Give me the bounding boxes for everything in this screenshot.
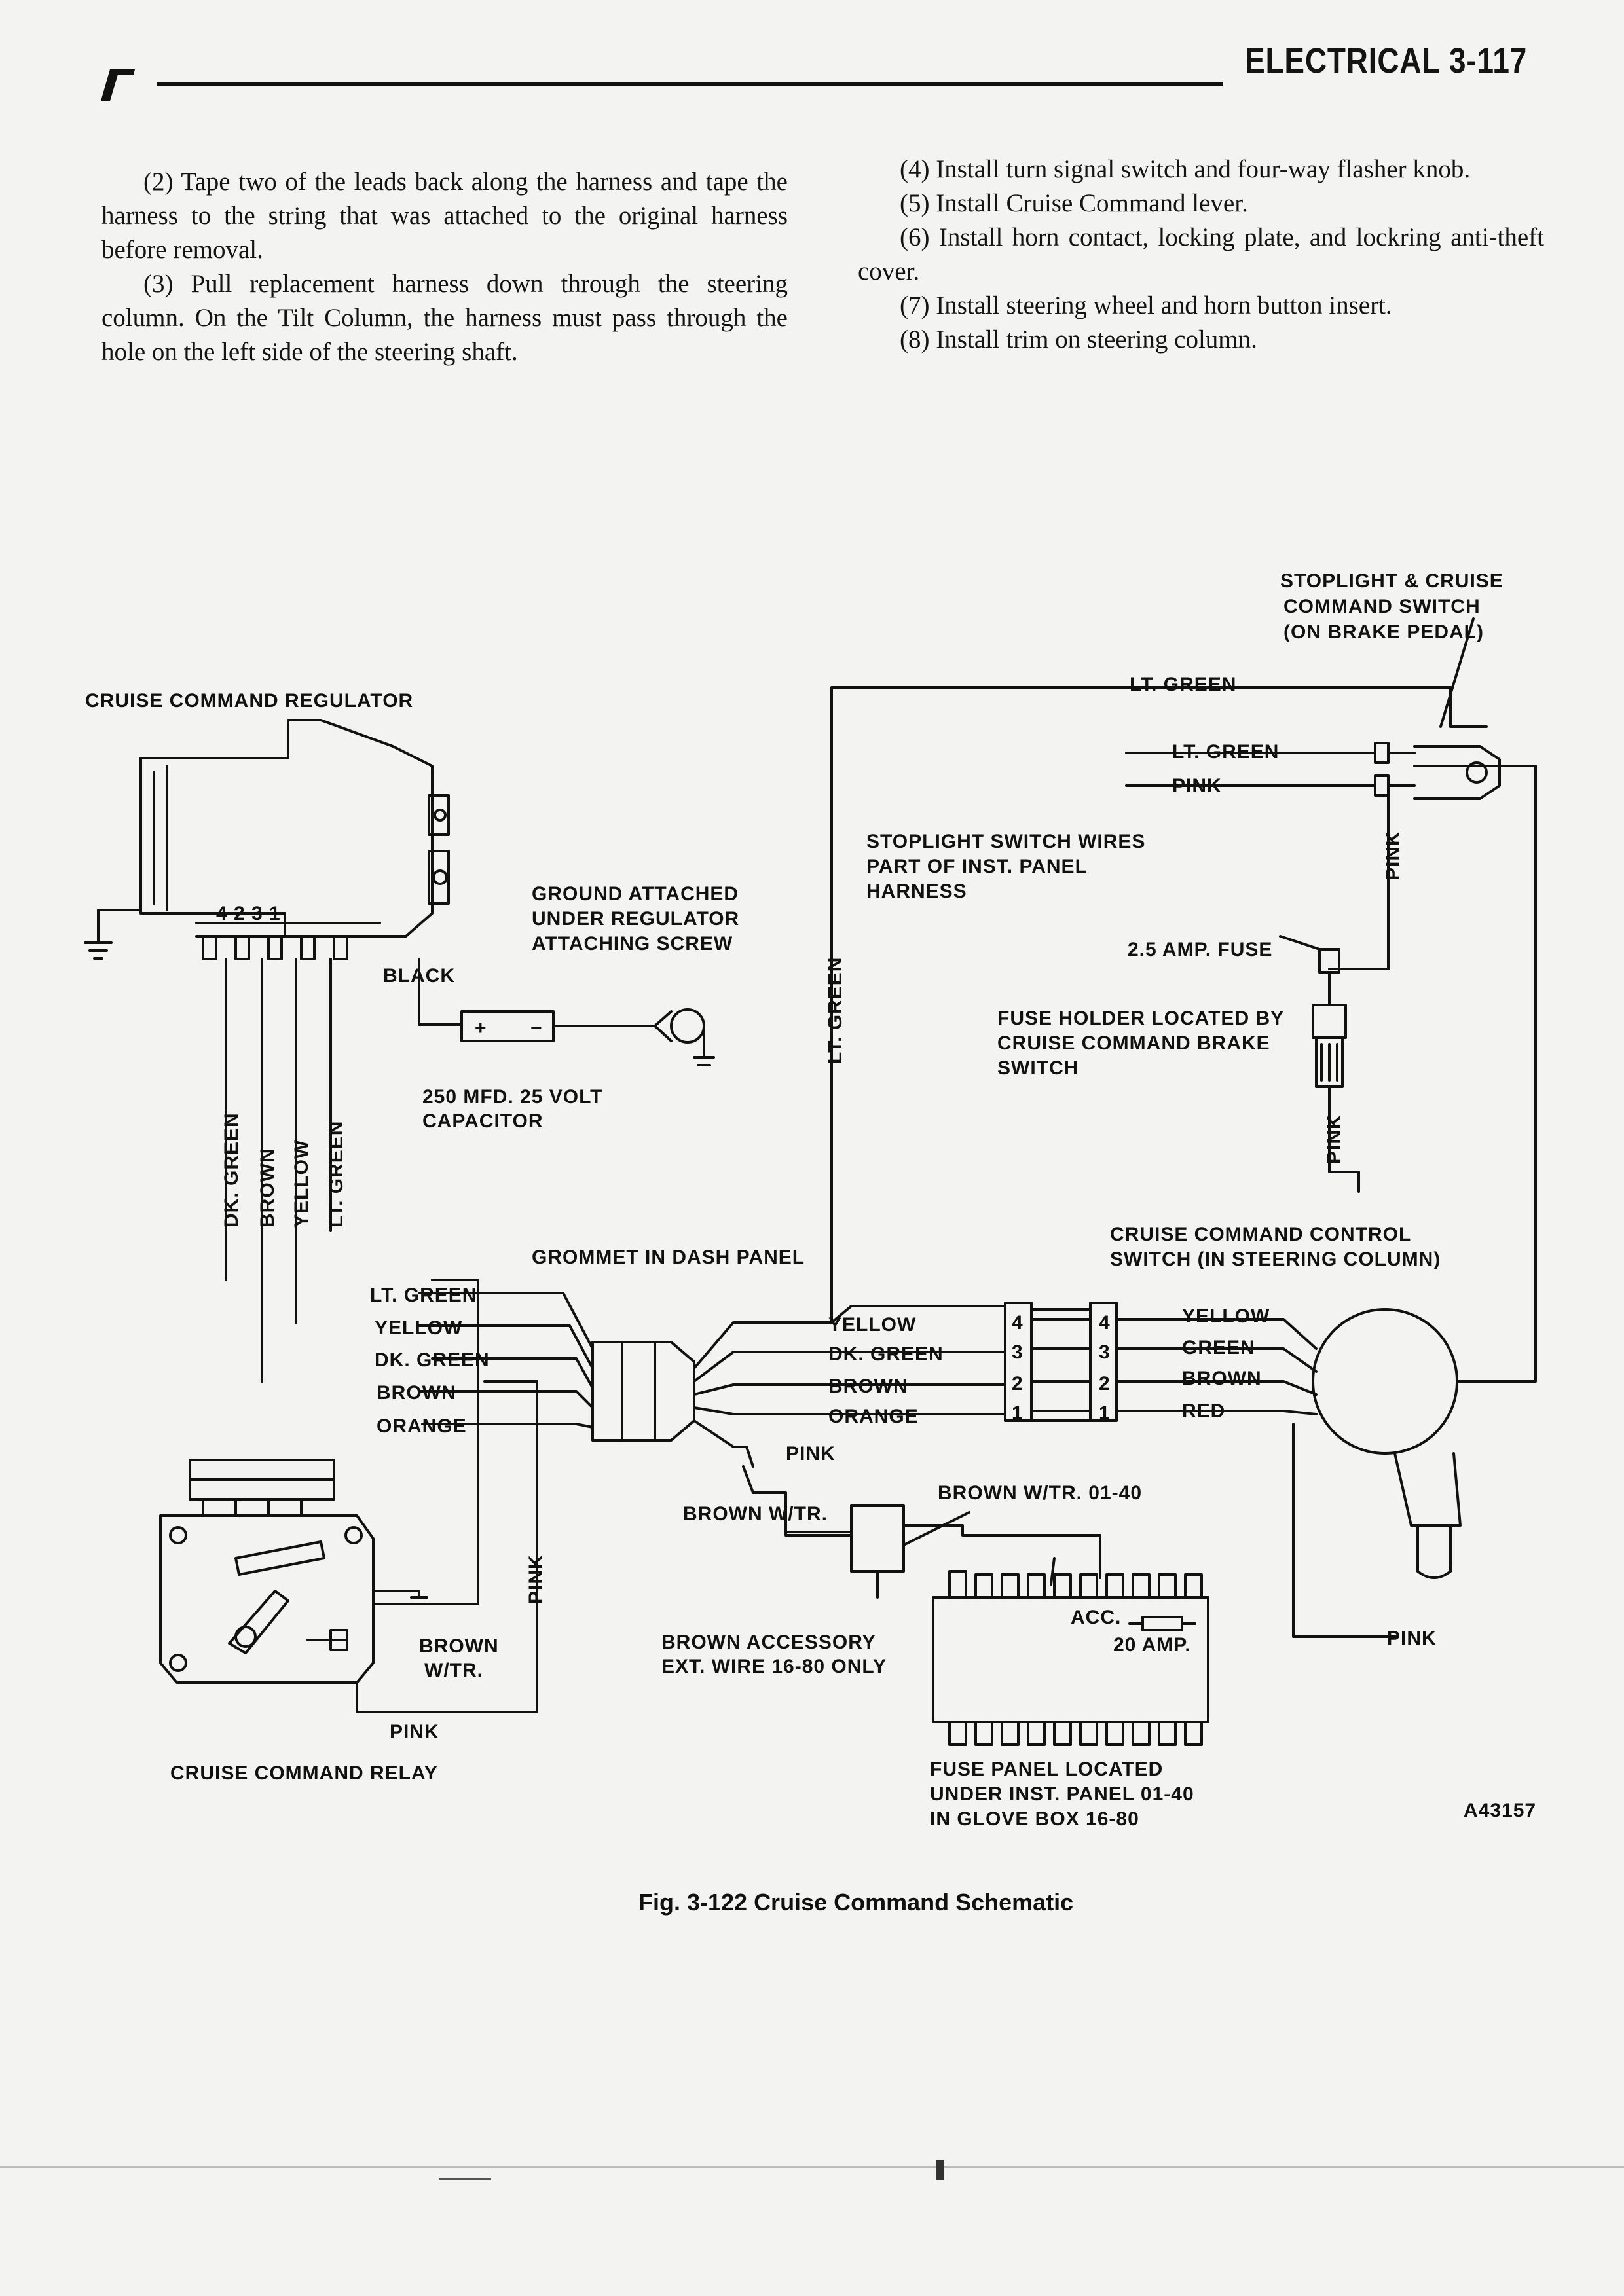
grommet-label: GROMMET IN DASH PANEL xyxy=(532,1247,805,1268)
fuse-panel-label-line2: UNDER INST. PANEL 01-40 xyxy=(930,1783,1194,1805)
pin-1-left: 1 xyxy=(1012,1402,1024,1424)
figure-id: A43157 xyxy=(1464,1800,1536,1821)
relay-brown-label-line1: BROWN xyxy=(419,1635,499,1657)
step-5-paragraph: (5) Install Cruise Command lever. xyxy=(900,189,1248,217)
step-7-paragraph: (7) Install steering wheel and horn butt… xyxy=(900,291,1392,319)
yellow-vertical-label: YELLOW xyxy=(291,1140,312,1228)
regulator-terminal-numbers: 4 2 3 1 xyxy=(216,903,281,924)
pin-4-right: 4 xyxy=(1099,1312,1111,1334)
fuse-holder-label-line3: SWITCH xyxy=(997,1057,1079,1079)
lt-green-switch-wire-label: LT. GREEN xyxy=(1172,741,1279,763)
fuse-panel-label-line1: FUSE PANEL LOCATED xyxy=(930,1758,1163,1780)
step-4-paragraph: (4) Install turn signal switch and four-… xyxy=(900,155,1471,183)
footer-mark xyxy=(936,2160,944,2180)
pink-switch-wire-label: PINK xyxy=(1172,775,1222,797)
left-text-column: (2) Tape two of the leads back along the… xyxy=(101,165,788,369)
left-lt-green-label: LT. GREEN xyxy=(370,1285,477,1306)
switch-green-label: GREEN xyxy=(1182,1337,1255,1358)
black-wire-label: BLACK xyxy=(383,965,455,987)
brown-wtr-label: BROWN W/TR. xyxy=(683,1503,828,1525)
capacitor-label-line2: CAPACITOR xyxy=(422,1110,544,1132)
brown-wtr-0140-label: BROWN W/TR. 01-40 xyxy=(938,1482,1142,1504)
capacitor-minus: − xyxy=(530,1017,543,1039)
right-dk-green-label: DK. GREEN xyxy=(828,1343,944,1365)
pin-4-left: 4 xyxy=(1012,1312,1024,1334)
fuse-2-5-amp-label: 2.5 AMP. FUSE xyxy=(1128,939,1272,960)
footer-dash xyxy=(439,2178,491,2180)
switch-brown-label: BROWN xyxy=(1182,1368,1262,1389)
stoplight-switch-label-line3: (ON BRAKE PEDAL) xyxy=(1283,621,1484,643)
right-text-column: (4) Install turn signal switch and four-… xyxy=(858,153,1544,357)
fuse-holder-label-line1: FUSE HOLDER LOCATED BY xyxy=(997,1008,1284,1029)
pink-vertical-wire-label-upper: PINK xyxy=(1382,831,1404,881)
twenty-amp-label: 20 AMP. xyxy=(1113,1634,1191,1656)
dk-green-vertical-label: DK. GREEN xyxy=(221,1112,242,1228)
pink-vertical-wire-label-lower: PINK xyxy=(1323,1114,1345,1164)
fuse-panel-label-line3: IN GLOVE BOX 16-80 xyxy=(930,1808,1139,1830)
right-orange-label: ORANGE xyxy=(828,1406,919,1427)
stoplight-switch-label-line2: COMMAND SWITCH xyxy=(1283,596,1481,617)
regulator-label: CRUISE COMMAND REGULATOR xyxy=(85,690,413,712)
right-pink-wire-label: PINK xyxy=(1387,1628,1437,1649)
left-orange-label: ORANGE xyxy=(377,1415,467,1437)
brown-vertical-label: BROWN xyxy=(257,1148,278,1228)
capacitor-plus: + xyxy=(475,1017,487,1039)
relay-pink-label: PINK xyxy=(390,1721,439,1743)
left-yellow-label: YELLOW xyxy=(375,1317,462,1339)
right-yellow-label: YELLOW xyxy=(828,1314,916,1336)
control-switch-label-line2: SWITCH (IN STEERING COLUMN) xyxy=(1110,1248,1441,1270)
lt-green-vertical-label: LT. GREEN xyxy=(325,1121,347,1228)
relay-label: CRUISE COMMAND RELAY xyxy=(170,1762,438,1784)
stoplight-wires-label-line2: PART OF INST. PANEL xyxy=(866,856,1088,877)
left-brown-label: BROWN xyxy=(377,1382,456,1404)
control-switch-label-line1: CRUISE COMMAND CONTROL xyxy=(1110,1224,1411,1245)
capacitor-label-line1: 250 MFD. 25 VOLT xyxy=(422,1086,603,1108)
amc-logo-icon xyxy=(101,69,135,101)
switch-yellow-label: YELLOW xyxy=(1182,1305,1270,1327)
ground-note-line1: GROUND ATTACHED xyxy=(532,883,739,905)
step-2-paragraph: (2) Tape two of the leads back along the… xyxy=(101,168,788,264)
step-3-paragraph: (3) Pull replacement harness down throug… xyxy=(101,270,788,366)
left-dk-green-label: DK. GREEN xyxy=(375,1349,490,1371)
lt-green-vertical-wire-label: LT. GREEN xyxy=(824,957,846,1064)
step-8-paragraph: (8) Install trim on steering column. xyxy=(900,325,1257,354)
header-rule xyxy=(157,82,1223,86)
figure-caption: Fig. 3-122 Cruise Command Schematic xyxy=(638,1889,1073,1916)
ground-note-line3: ATTACHING SCREW xyxy=(532,933,733,955)
accessory-wire-label-line2: EXT. WIRE 16-80 ONLY xyxy=(661,1656,887,1677)
right-brown-label: BROWN xyxy=(828,1376,908,1397)
pin-2-left: 2 xyxy=(1012,1373,1024,1394)
footer-rule xyxy=(0,2166,1624,2168)
acc-fuse-label: ACC. xyxy=(1071,1607,1121,1628)
page-header-title: ELECTRICAL 3-117 xyxy=(1244,41,1527,81)
switch-red-label: RED xyxy=(1182,1400,1225,1422)
pin-2-right: 2 xyxy=(1099,1373,1111,1394)
pin-3-right: 3 xyxy=(1099,1341,1111,1363)
pin-3-left: 3 xyxy=(1012,1341,1024,1363)
accessory-wire-label-line1: BROWN ACCESSORY xyxy=(661,1631,876,1653)
ground-note-line2: UNDER REGULATOR xyxy=(532,908,739,930)
relay-brown-label-line2: W/TR. xyxy=(424,1660,483,1681)
stoplight-wires-label-line1: STOPLIGHT SWITCH WIRES xyxy=(866,831,1145,852)
pin-1-right: 1 xyxy=(1099,1402,1111,1424)
stoplight-switch-label-line1: STOPLIGHT & CRUISE xyxy=(1280,570,1504,592)
fuse-holder-label-line2: CRUISE COMMAND BRAKE xyxy=(997,1032,1270,1054)
top-lt-green-label: LT. GREEN xyxy=(1130,674,1236,695)
step-6-paragraph: (6) Install horn contact, locking plate,… xyxy=(858,223,1544,285)
relay-pink-vertical-label: PINK xyxy=(525,1554,547,1604)
stoplight-wires-label-line3: HARNESS xyxy=(866,881,967,902)
right-pink-label: PINK xyxy=(786,1443,836,1465)
